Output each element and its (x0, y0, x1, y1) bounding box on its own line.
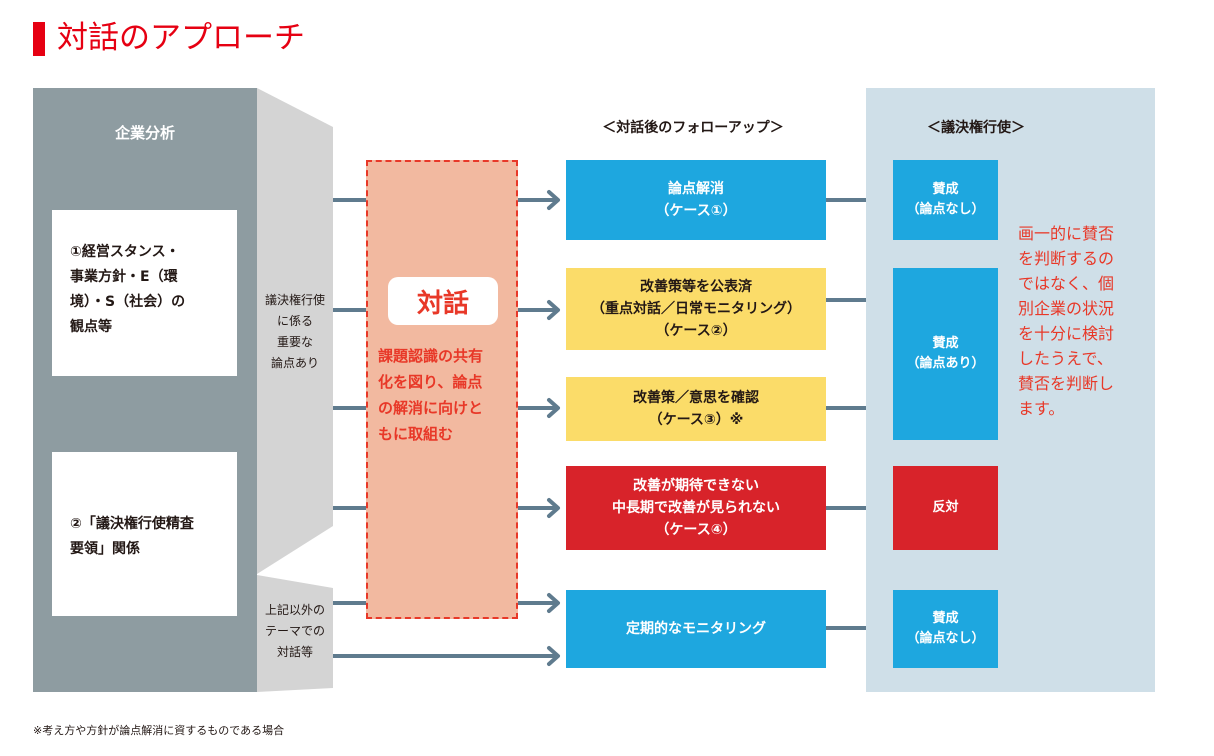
analysis-box-voting-guideline-text: ②「議決権行使精査 要領」関係 (70, 516, 194, 557)
analysis-box-esg: ①経営スタンス・ 事業方針・E（環 境）・S（社会）の 観点等 (52, 210, 237, 376)
voting-note: 画一的に賛否 を判断するの ではなく、個 別企業の状況 を十分に検討 したうえで… (1018, 224, 1115, 418)
analysis-box-voting-guideline: ②「議決権行使精査 要領」関係 (52, 452, 237, 616)
followup-monitoring: 定期的なモニタリング (566, 590, 826, 668)
company-analysis-heading: 企業分析 (114, 123, 175, 142)
voting-heading: ＜議決権行使＞ (927, 120, 1025, 136)
vote-approve-no-issue-1: 賛成 （論点なし） (893, 160, 998, 240)
funnel-lower (257, 575, 333, 692)
vote-oppose: 反対 (893, 466, 998, 550)
vote-approve-no-issue-2: 賛成 （論点なし） (893, 590, 998, 668)
dialog-description: 課題認識の共有 化を図り、論点 の解消に向けと もに取組む (378, 347, 484, 443)
followup-case2: 改善策等を公表済 （重点対話／日常モニタリング） （ケース②） (566, 268, 826, 350)
followup-heading: ＜対話後のフォローアップ＞ (602, 120, 784, 136)
funnel-upper (257, 88, 333, 574)
title-accent-bar (33, 22, 45, 56)
followup-case1: 論点解消 （ケース①） (566, 160, 826, 240)
analysis-box-esg-text: ①経営スタンス・ 事業方針・E（環 境）・S（社会）の 観点等 (70, 244, 186, 335)
page-title: 対話のアプローチ (57, 20, 305, 56)
dialog-label: 対話 (388, 277, 498, 325)
funnel-label-important-issues: 議決権行使 に係る 重要な 論点あり (264, 293, 325, 370)
vote-approve-with-issue: 賛成 （論点あり） (893, 268, 998, 440)
followup-case3: 改善策／意思を確認 （ケース③）※ (566, 377, 826, 441)
funnel-label-other-themes: 上記以外の テーマでの 対話等 (264, 603, 325, 659)
followup-case4: 改善が期待できない 中長期で改善が見られない （ケース④） (566, 466, 826, 550)
dialog-panel (366, 160, 518, 619)
footnote: ※考え方や方針が論点解消に資するものである場合 (33, 724, 285, 737)
